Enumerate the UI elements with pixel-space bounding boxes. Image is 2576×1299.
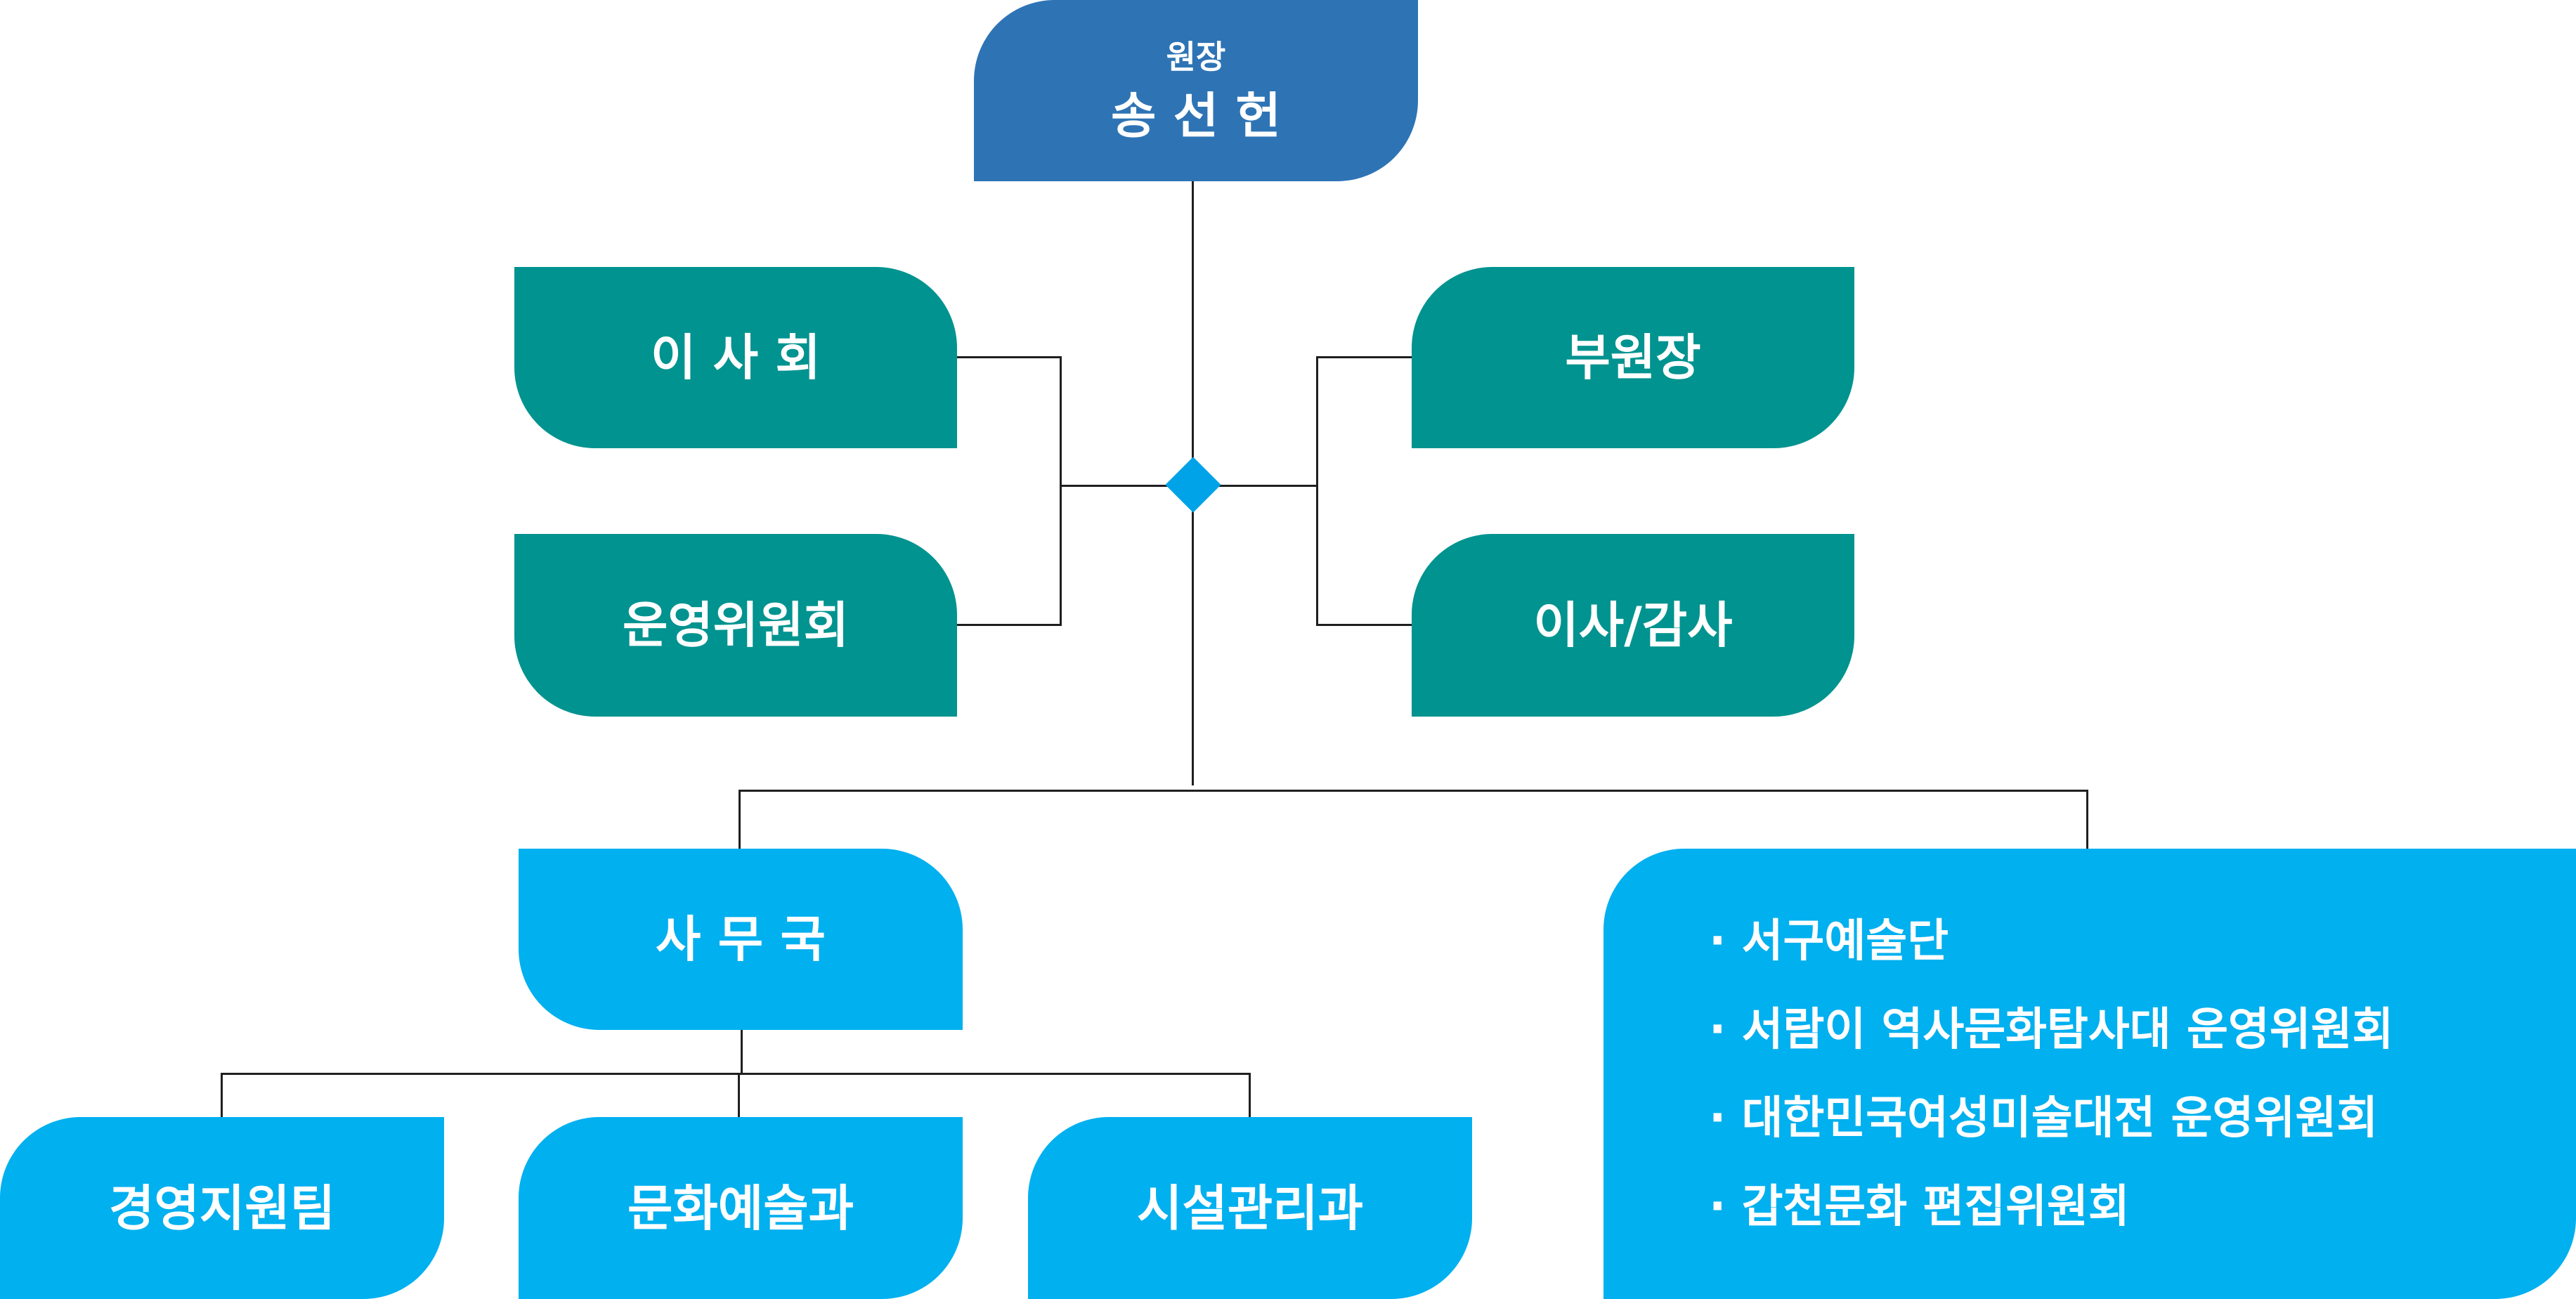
connector-right-branch <box>1194 485 1318 487</box>
secretariat-label: 사 무 국 <box>656 910 826 968</box>
operating-committee-box: 운영위원회 <box>514 534 957 717</box>
connector-left-branch <box>1060 485 1192 487</box>
connector-to-vice-director <box>1316 356 1412 358</box>
committee-item: 대한민국여성미술대전 운영위원회 <box>1709 1096 2393 1141</box>
affiliated-committees-box: 서구예술단 서람이 역사문화탐사대 운영위원회 대한민국여성미술대전 운영위원회… <box>1604 849 2576 1299</box>
team-box-management: 경영지원팀 <box>0 1117 444 1299</box>
connector-to-secretariat <box>739 790 741 849</box>
connector-to-team-2 <box>738 1073 740 1117</box>
junction-diamond <box>1165 457 1221 513</box>
team-box-facilities: 시설관리과 <box>1028 1117 1472 1299</box>
vice-director-box: 부원장 <box>1412 267 1854 448</box>
connector-to-board <box>957 356 1062 358</box>
team-label: 경영지원팀 <box>109 1179 335 1237</box>
connector-to-committees <box>2086 790 2088 849</box>
team-box-culture-arts: 문화예술과 <box>519 1117 963 1299</box>
connector-secretariat-down <box>741 1030 743 1073</box>
connector-right-vertical <box>1316 356 1318 626</box>
board-label: 이 사 회 <box>651 329 821 386</box>
committee-item: 갑천문화 편집위원회 <box>1709 1184 2393 1229</box>
committee-item: 서람이 역사문화탐사대 운영위원회 <box>1709 1007 2394 1052</box>
secretariat-box: 사 무 국 <box>519 849 963 1030</box>
team-label: 문화예술과 <box>627 1179 854 1237</box>
connector-lower-horizontal <box>739 790 2088 792</box>
directors-auditors-label: 이사/감사 <box>1533 596 1733 654</box>
director-box: 원장 송 선 헌 <box>974 0 1418 181</box>
team-label: 시설관리과 <box>1137 1179 1363 1237</box>
vice-director-label: 부원장 <box>1565 329 1701 386</box>
connector-to-directors-auditors <box>1316 624 1412 626</box>
connector-teams-horizontal <box>221 1073 1251 1075</box>
director-name: 송 선 헌 <box>1111 87 1281 145</box>
connector-left-vertical <box>1060 356 1062 626</box>
operating-committee-label: 운영위원회 <box>623 596 849 654</box>
connector-to-team-1 <box>221 1073 223 1117</box>
board-box: 이 사 회 <box>514 267 957 448</box>
committee-item: 서구예술단 <box>1709 919 2393 964</box>
committee-list: 서구예술단 서람이 역사문화탐사대 운영위원회 대한민국여성미술대전 운영위원회… <box>1709 919 2394 1273</box>
connector-to-team-3 <box>1249 1073 1251 1117</box>
director-title: 원장 <box>1166 38 1226 76</box>
connector-to-committee <box>957 624 1062 626</box>
directors-auditors-box: 이사/감사 <box>1412 534 1854 717</box>
